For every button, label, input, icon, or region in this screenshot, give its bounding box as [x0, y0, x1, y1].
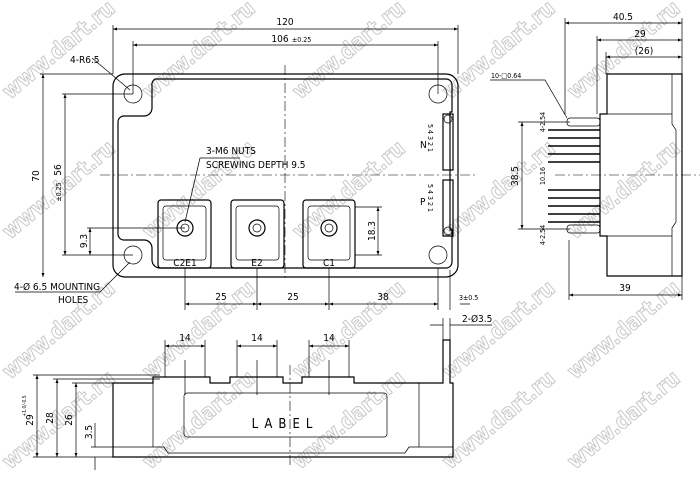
dim-39: 39	[619, 283, 631, 294]
dim-38-5: 38.5	[510, 166, 521, 186]
pin-diameter: 2-Ø3.5	[462, 313, 492, 325]
label-area: LABEL	[252, 417, 319, 432]
dim-106: 106	[271, 34, 288, 45]
dim-29-tol: +1.0/-0.5	[22, 395, 28, 416]
dim-pitch-1: 25	[215, 292, 226, 303]
group-p-label: P	[420, 197, 426, 208]
side-view: 40.5 29 (26) 39 38.5 10-□0.64 4-2.54 10.…	[490, 12, 700, 300]
pin-numbers-n: 54321	[426, 124, 434, 154]
dim-3: 3±0.5	[459, 294, 478, 302]
dim-3-5: 3.5	[84, 425, 95, 439]
pitch-mid: 10.16	[539, 167, 547, 185]
watermark-text: www.dart.ru	[0, 0, 120, 105]
dim-28: 28	[45, 412, 56, 424]
dim-29: 29	[25, 414, 36, 426]
watermark-text: www.dart.ru	[138, 0, 261, 105]
dim-56: 56	[53, 164, 64, 176]
corner-radius-label: 4-R6.5	[70, 55, 100, 66]
terminal-e2	[230, 199, 285, 269]
watermark-text: www.dart.ru	[438, 0, 561, 105]
dim-70: 70	[31, 170, 42, 182]
dim-120: 120	[276, 17, 293, 28]
dim-pitch-2: 25	[287, 292, 298, 303]
pin-numbers-p: 54321	[426, 184, 434, 214]
dim-26: 26	[64, 414, 75, 426]
nuts-label: 3-M6 NUTS	[206, 146, 256, 157]
dim-40-5: 40.5	[613, 12, 633, 23]
dim-pitch-3: 38	[377, 292, 389, 303]
dim-9-3: 9.3	[79, 234, 90, 248]
terminal-label-e2: E2	[251, 258, 262, 269]
dim-18-3: 18.3	[367, 221, 378, 241]
mounting-holes-label-2: HOLES	[58, 295, 89, 306]
terminal-label-c2e1: C2E1	[173, 258, 196, 269]
terminal-label-c1: C1	[323, 258, 335, 269]
terminal-width-3: 14	[323, 333, 335, 344]
terminal-width-2: 14	[251, 333, 263, 344]
terminal-c2e1	[157, 199, 212, 269]
pitch-bot: 4-2.54	[539, 225, 547, 245]
dim-26: (26)	[635, 46, 653, 57]
screwing-depth-label: SCREWING DEPTH 9.5	[206, 160, 306, 171]
front-view: 14 14 14 LABEL 2-Ø3.5 29 +1.0/-0.5 28 26…	[22, 313, 492, 470]
group-n-label: N	[420, 140, 427, 151]
pins-label: 10-□0.64	[491, 72, 521, 80]
pitch-top: 4-2.54	[539, 112, 547, 132]
top-view: 120 106 ±0.25 70 56 ±0.25 9.3 18.3 25 25…	[14, 17, 478, 310]
terminal-width-1: 14	[179, 333, 191, 344]
watermark-text: www.dart.ru	[288, 136, 411, 245]
mounting-holes-label: 4-Ø 6.5 MOUNTING	[14, 281, 100, 293]
dim-106-tol: ±0.25	[292, 36, 311, 44]
watermark-text: www.dart.ru	[288, 0, 411, 105]
dim-56-tol: ±0.25	[55, 182, 63, 201]
watermark: www.dart.ruwww.dart.ruwww.dart.ruwww.dar…	[0, 0, 686, 475]
guide-pin	[566, 117, 601, 127]
dim-29: 29	[634, 29, 646, 40]
watermark-text: www.dart.ru	[0, 366, 120, 475]
